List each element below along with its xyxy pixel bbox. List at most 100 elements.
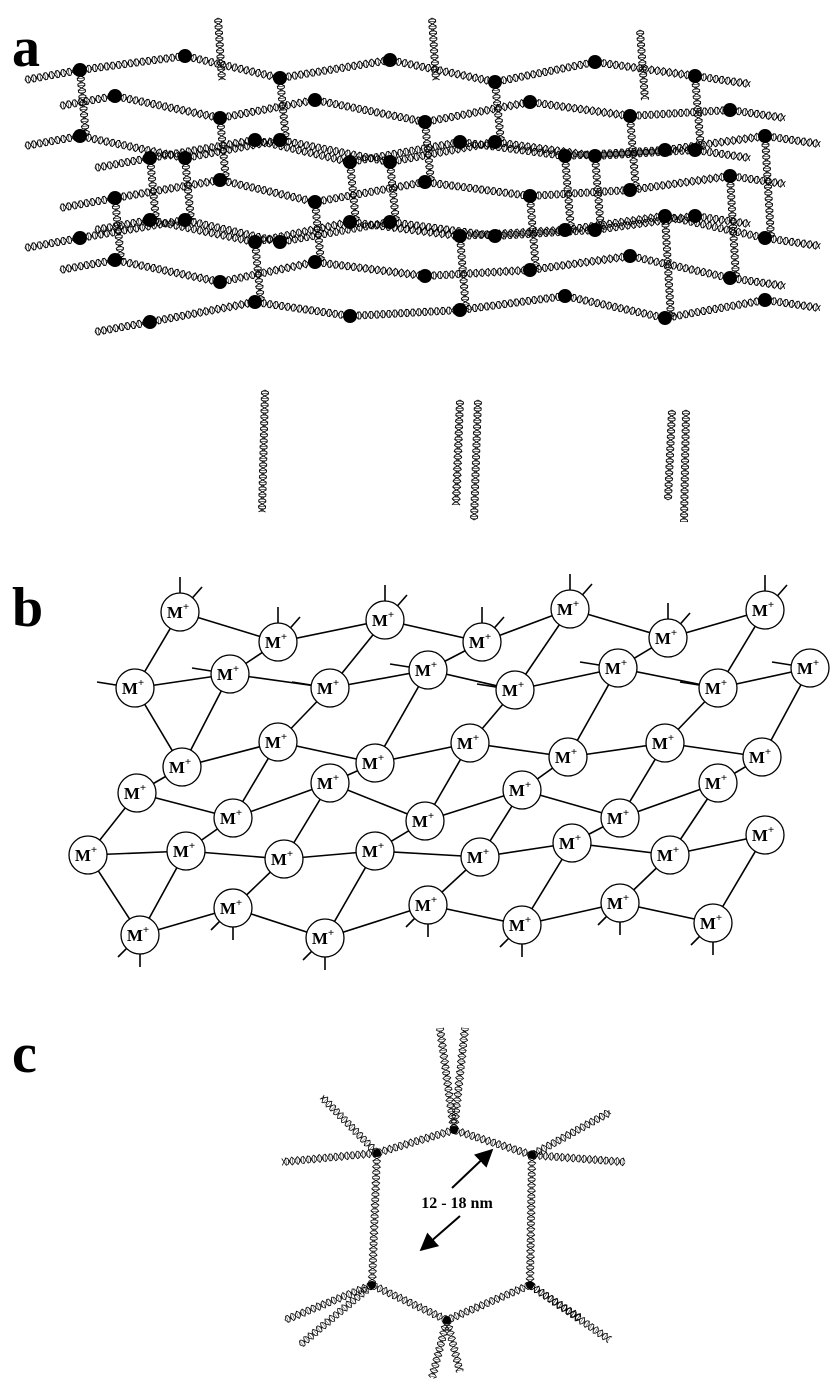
junction-node	[558, 289, 572, 303]
dna-helix-icon	[368, 1153, 380, 1285]
junction-node	[588, 55, 602, 69]
junction-node	[213, 173, 227, 187]
metal-ion-node-icon: M+	[601, 799, 639, 837]
dna-helix-icon	[562, 156, 575, 230]
metal-ion-node-icon: M+	[599, 649, 637, 687]
dna-helix-icon	[630, 172, 730, 193]
metal-ion-node-icon: M+	[451, 724, 489, 762]
junction-node	[108, 191, 122, 205]
dna-network-diagram	[0, 0, 831, 560]
metal-ion-node-icon: M+	[646, 724, 684, 762]
dna-helix-icon	[315, 259, 426, 280]
dna-helix-icon	[730, 107, 785, 121]
junction-node	[373, 1149, 381, 1157]
dna-layer-2	[60, 89, 785, 289]
dna-helix-icon	[315, 97, 426, 126]
junction-node	[213, 275, 227, 289]
panel-a: a	[0, 0, 831, 560]
metal-ion-node-icon: M+	[116, 669, 154, 707]
junction-node	[273, 71, 287, 85]
junction-node	[343, 215, 357, 229]
dna-helix-icon	[372, 1283, 447, 1323]
dna-helix-icon	[150, 299, 255, 326]
dna-helix-icon	[630, 253, 730, 281]
metal-ion-nodes: M+M+M+M+M+M+M+M+M+M+M+M+M+M+M+M+M+M+M+M+…	[69, 590, 829, 957]
junction-node	[343, 309, 357, 323]
dimension-arrow-lower	[421, 1216, 460, 1250]
junction-node	[343, 155, 357, 169]
metal-ion-node-icon: M+	[746, 591, 784, 629]
dna-helix-icon	[350, 306, 460, 319]
dna-helix-icon	[530, 186, 630, 199]
metal-ion-node-icon: M+	[406, 802, 444, 840]
junction-node	[73, 129, 87, 143]
metal-ion-node-icon: M+	[699, 764, 737, 802]
dna-helix-icon	[425, 179, 531, 200]
junction-node	[418, 115, 432, 129]
dna-helix-icon	[350, 138, 461, 165]
metal-ion-lattice-diagram: M+M+M+M+M+M+M+M+M+M+M+M+M+M+M+M+M+M+M+M+…	[0, 560, 831, 1000]
dna-helix-icon	[320, 1095, 378, 1154]
dna-helix-icon	[665, 297, 765, 322]
metal-ion-node-icon: M+	[463, 623, 501, 661]
junction-node	[443, 1316, 451, 1324]
dna-helix-icon	[495, 59, 595, 85]
junction-node	[418, 269, 432, 283]
metal-ion-node-icon: M+	[553, 824, 591, 862]
metal-ion-node-icon: M+	[699, 669, 737, 707]
panel-c-label: c	[12, 1026, 37, 1082]
dna-helix-icon	[185, 53, 281, 81]
junction-node	[758, 129, 772, 143]
junction-node	[453, 135, 467, 149]
dna-helix-icon	[282, 1150, 377, 1166]
junction-node	[758, 293, 772, 307]
dna-helix-icon	[252, 242, 265, 302]
junction-node	[623, 249, 637, 263]
metal-ion-node-icon: M+	[409, 886, 447, 924]
junction-node	[658, 311, 672, 325]
junction-node	[213, 111, 227, 125]
metal-ion-node-icon: M+	[211, 655, 249, 693]
dna-helix-icon	[532, 1152, 625, 1166]
dna-helix-icon	[665, 213, 765, 241]
metal-ion-node-icon: M+	[649, 619, 687, 657]
metal-ion-node-icon: M+	[601, 884, 639, 922]
dna-helix-icon	[470, 400, 481, 520]
junction-node	[453, 229, 467, 243]
metal-ion-node-icon: M+	[121, 916, 159, 954]
dna-helix-icon	[680, 410, 690, 522]
junction-node	[453, 303, 467, 317]
dna-helix-icon	[25, 133, 81, 149]
dna-helix-icon	[60, 195, 116, 211]
metal-ion-node-icon: M+	[366, 601, 404, 639]
dna-helix-icon	[429, 1320, 450, 1378]
junction-node	[383, 53, 397, 67]
dna-helix-icon	[451, 1028, 469, 1130]
junction-node	[308, 195, 322, 209]
dna-helix-icon	[730, 173, 785, 187]
metal-ion-node-icon: M+	[356, 832, 394, 870]
dna-helix-icon	[115, 93, 220, 122]
metal-ion-node-icon: M+	[118, 774, 156, 812]
junction-node	[273, 235, 287, 249]
metal-ion-node-icon: M+	[551, 590, 589, 628]
junction-node	[558, 149, 572, 163]
metal-ion-node-icon: M+	[265, 840, 303, 878]
junction-node	[523, 263, 537, 277]
dna-helix-icon	[664, 410, 675, 500]
dna-helix-icon	[761, 136, 774, 238]
panel-b: b M+M+M+M+M+M+M+M+M+M+M+M+M+M+M+M+M+M+M+…	[0, 560, 831, 1000]
dna-helix-icon	[214, 18, 225, 80]
dna-helix-icon	[255, 299, 350, 319]
junction-node	[450, 1126, 458, 1134]
junction-node	[143, 151, 157, 165]
dna-helix-icon	[115, 257, 220, 286]
metal-ion-node-icon: M+	[214, 889, 252, 927]
dna-helix-icon	[530, 99, 630, 120]
dna-helix-icon	[765, 133, 820, 147]
junction-node	[558, 223, 572, 237]
junction-node	[248, 235, 262, 249]
metal-ion-node-icon: M+	[163, 748, 201, 786]
junction-node	[108, 89, 122, 103]
metal-ion-node-icon: M+	[461, 838, 499, 876]
